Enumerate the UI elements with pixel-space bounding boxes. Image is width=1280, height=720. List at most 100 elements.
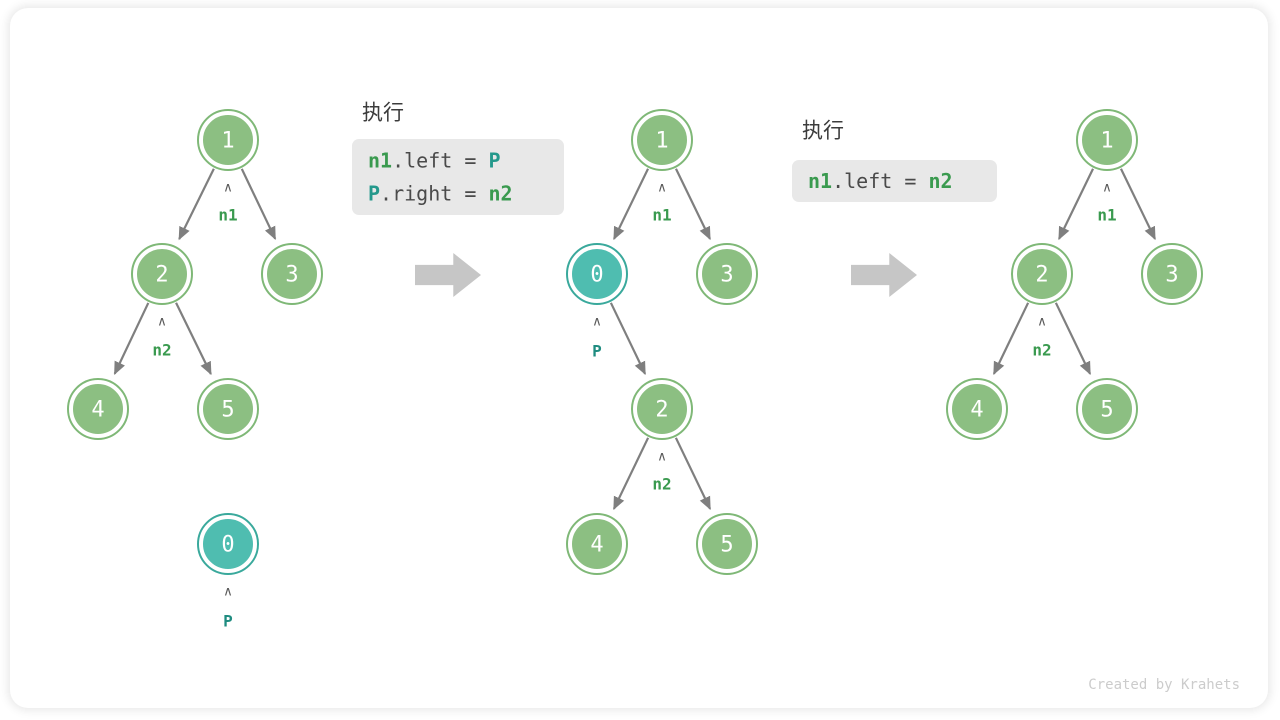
pointer-label-n1: n1	[652, 206, 671, 225]
pointer-caret-icon: ∧	[657, 450, 667, 465]
tree-edge	[1119, 168, 1156, 241]
node-value-label: 2	[1035, 263, 1048, 288]
tree-node-0: 0 ∧ P	[197, 513, 259, 631]
tree-node-1: 1 ∧ n1	[631, 109, 693, 225]
step-3-code-line-1: n1.left = n2	[808, 169, 953, 193]
node-value-label: 3	[285, 263, 298, 288]
step-2-code-line-1: n1.left = P	[368, 149, 500, 173]
tree-edge	[674, 437, 712, 511]
pointer-caret-icon: ∧	[223, 585, 233, 600]
step-3-transition-arrow-icon	[851, 253, 917, 297]
step-2-code-line-2: P.right = n2	[368, 182, 513, 206]
node-outer-ring	[197, 513, 259, 575]
node-circle	[134, 246, 190, 302]
tree-node-2: 2 ∧ n2	[1011, 243, 1073, 360]
node-outer-ring	[696, 513, 758, 575]
node-value-label: 5	[1100, 398, 1113, 423]
tree-edge	[113, 302, 150, 375]
node-circle	[699, 516, 755, 572]
tree-node-5: 5	[197, 378, 259, 440]
node-outer-ring	[197, 378, 259, 440]
tree-node-3: 3	[696, 243, 758, 305]
node-value-label: 3	[1165, 263, 1178, 288]
pointer-caret-icon: ∧	[1037, 315, 1047, 330]
node-outer-ring	[566, 243, 628, 305]
node-circle	[634, 381, 690, 437]
node-value-label: 3	[720, 263, 733, 288]
pointer-caret-icon: ∧	[223, 181, 233, 196]
tree-node-5: 5	[1076, 378, 1138, 440]
tree-node-3: 3	[261, 243, 323, 305]
node-value-label: 0	[221, 533, 234, 558]
tree-edge	[175, 302, 212, 376]
step-3-code-block-background	[792, 160, 997, 202]
tree-node-4: 4	[67, 378, 129, 440]
node-value-label: 2	[655, 398, 668, 423]
node-value-label: 1	[221, 129, 234, 154]
watermark-text: Created by Krahets	[1088, 677, 1240, 693]
node-circle	[1014, 246, 1070, 302]
node-value-label: 5	[221, 398, 234, 423]
node-value-label: 5	[720, 533, 733, 558]
node-outer-ring	[566, 513, 628, 575]
node-value-label: 4	[590, 533, 603, 558]
node-circle	[264, 246, 320, 302]
pointer-label-P: P	[223, 612, 233, 631]
step-2-code-block-background	[352, 139, 564, 215]
step-1-group: 1 ∧ n1 2 ∧ n2 3 4 5 0 ∧ P	[67, 109, 323, 631]
tree-edge	[992, 302, 1030, 376]
node-circle	[1079, 112, 1135, 168]
node-outer-ring	[696, 243, 758, 305]
node-value-label: 4	[91, 398, 104, 423]
pointer-caret-icon: ∧	[157, 315, 167, 330]
node-circle	[569, 516, 625, 572]
node-outer-ring	[1076, 109, 1138, 171]
pointer-label-n2: n2	[652, 475, 671, 494]
tree-node-4: 4	[566, 513, 628, 575]
node-circle	[200, 112, 256, 168]
node-outer-ring	[67, 378, 129, 440]
node-circle	[1144, 246, 1200, 302]
pointer-caret-icon: ∧	[1102, 181, 1112, 196]
pointer-label-n2: n2	[152, 341, 171, 360]
node-value-label: 1	[1100, 129, 1113, 154]
node-circle	[200, 381, 256, 437]
node-circle	[569, 246, 625, 302]
step-2-transition-arrow-icon	[415, 253, 481, 297]
tree-node-5: 5	[696, 513, 758, 575]
tree-node-1: 1 ∧ n1	[197, 109, 259, 225]
node-value-label: 4	[970, 398, 983, 423]
node-outer-ring	[131, 243, 193, 305]
pointer-label-n1: n1	[218, 206, 237, 225]
node-outer-ring	[946, 378, 1008, 440]
pointer-caret-icon: ∧	[592, 315, 602, 330]
pointer-label-n1: n1	[1097, 206, 1116, 225]
node-value-label: 2	[155, 263, 168, 288]
step-2-title: 执行	[362, 102, 404, 125]
node-value-label: 0	[590, 263, 603, 288]
node-outer-ring	[1011, 243, 1073, 305]
pointer-label-n2: n2	[1032, 341, 1051, 360]
tree-edge	[1058, 168, 1095, 241]
tree-node-2: 2 ∧ n2	[131, 243, 193, 360]
step-3-title: 执行	[802, 120, 844, 143]
tree-node-2: 2 ∧ n2	[631, 378, 693, 494]
node-outer-ring	[261, 243, 323, 305]
tree-edge	[613, 168, 650, 241]
tree-node-4: 4	[946, 378, 1008, 440]
tree-edge	[240, 168, 277, 240]
tree-edge	[609, 302, 647, 376]
tree-edge	[674, 168, 711, 241]
tree-edge	[178, 168, 215, 241]
node-circle	[70, 381, 126, 437]
tree-node-0: 0∧P	[566, 243, 628, 361]
tree-edge	[612, 437, 650, 511]
node-outer-ring	[1141, 243, 1203, 305]
pointer-caret-icon: ∧	[657, 181, 667, 196]
node-circle	[200, 516, 256, 572]
node-value-label: 1	[655, 129, 668, 154]
node-circle	[699, 246, 755, 302]
